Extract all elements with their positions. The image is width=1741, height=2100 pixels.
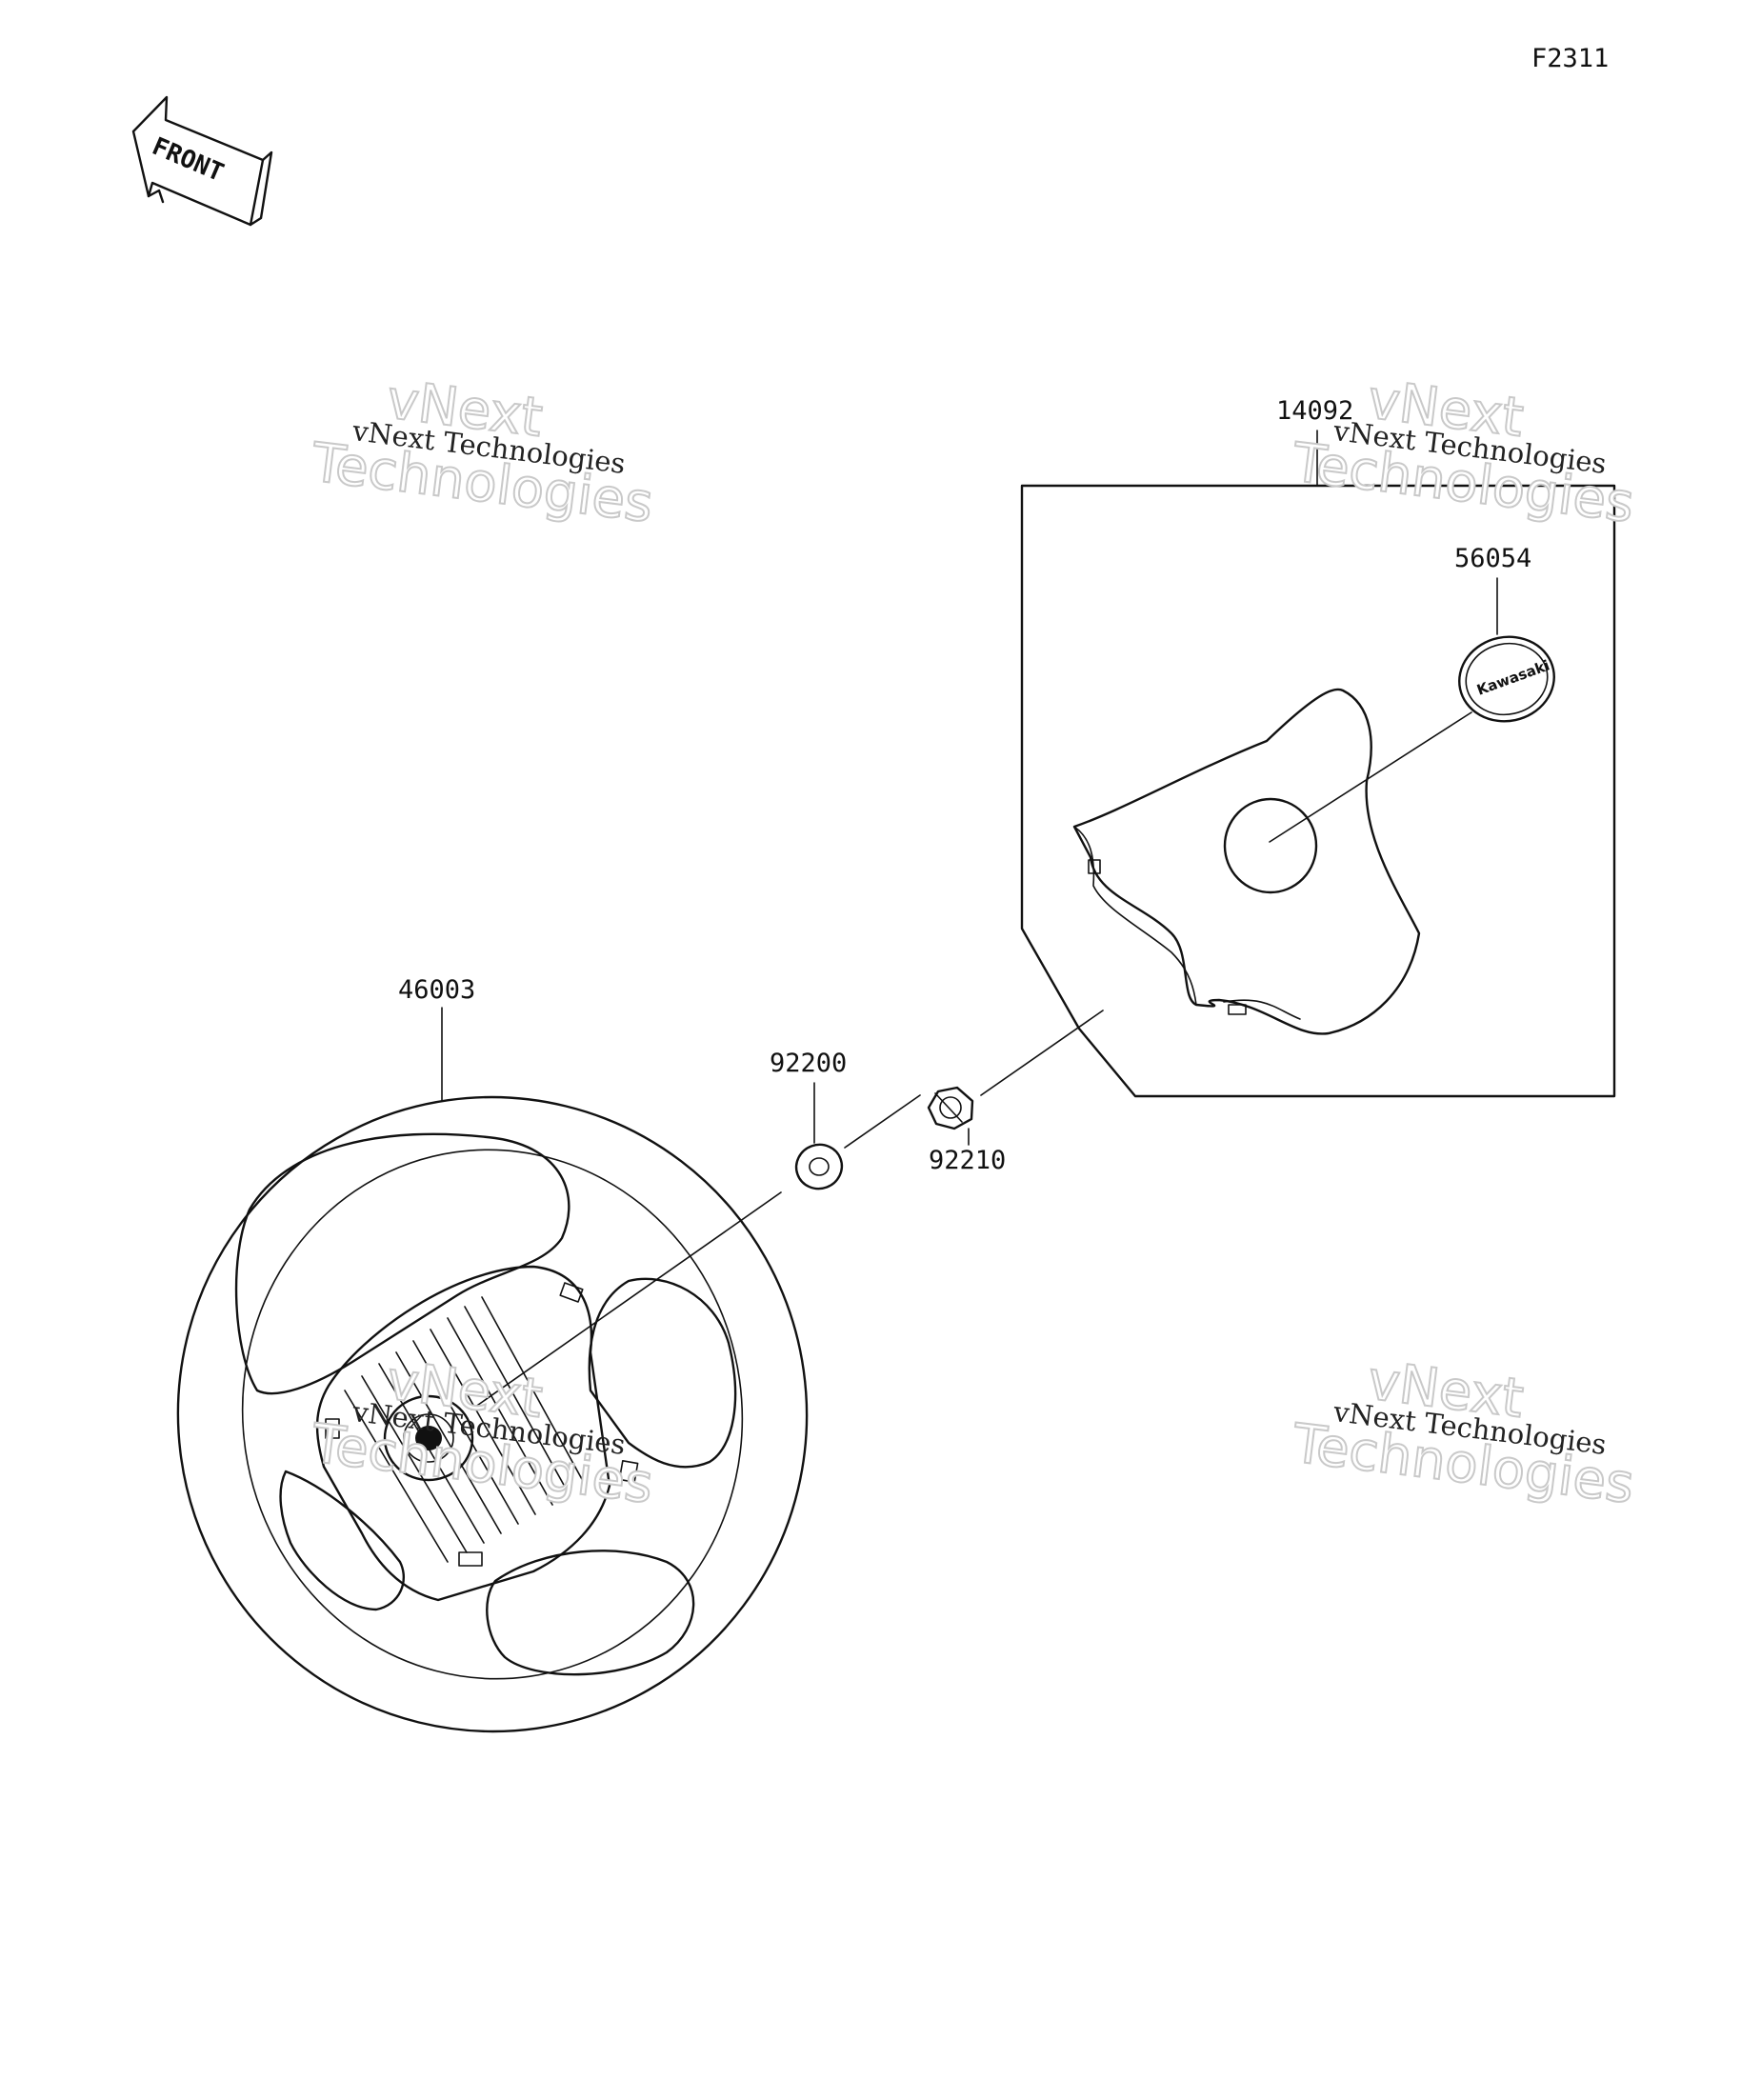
part-label-washer: 92200 — [770, 1049, 847, 1078]
horn-pad-drawing — [1072, 688, 1421, 1035]
emblem-logo-text: Kawasaki — [1474, 657, 1551, 699]
watermark-top-left: vNext Technologies vNext Technologies — [307, 368, 657, 535]
figure-code: F2311 — [1531, 44, 1609, 73]
watermark-center: vNext Technologies vNext Technologies — [307, 1349, 657, 1516]
watermark-top-right: vNext Technologies vNext Technologies — [1288, 368, 1638, 535]
svg-text:vNext: vNext — [1365, 369, 1527, 449]
part-label-nut: 92210 — [929, 1146, 1006, 1175]
steering-wheel-drawing — [176, 1095, 809, 1733]
pad-assembly-box — [1020, 484, 1616, 1098]
part-label-pad-assembly: 14092 — [1276, 396, 1353, 426]
washer-drawing — [794, 1143, 844, 1190]
nut-drawing — [927, 1086, 974, 1130]
watermark-bottom-right: vNext Technologies vNext Technologies — [1288, 1349, 1638, 1516]
part-label-emblem: 56054 — [1454, 544, 1531, 573]
front-arrow-icon: FRONT — [131, 95, 273, 227]
part-label-steering-wheel: 46003 — [398, 975, 475, 1005]
